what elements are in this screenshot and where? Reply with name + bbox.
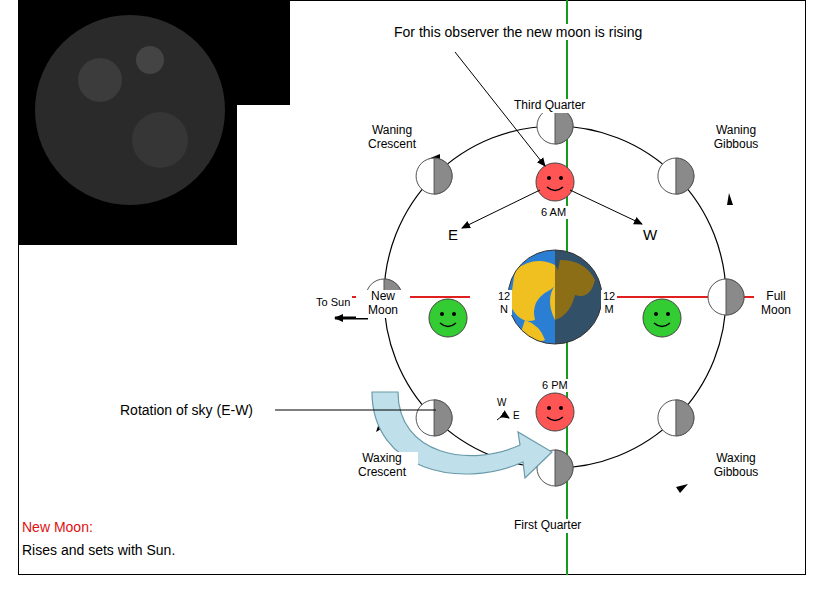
moon-mare (132, 112, 188, 168)
moon-shadow (676, 158, 694, 194)
time-label: 12 M (601, 290, 617, 315)
moon (416, 400, 452, 436)
phase-name: Waxing Gibbous (700, 452, 772, 480)
observer-face (429, 299, 467, 337)
note-heading: New Moon: (20, 519, 95, 535)
frame (19, 1, 806, 575)
observer-face (643, 299, 681, 337)
moon-mare (78, 58, 122, 102)
moon-shadow (676, 400, 694, 436)
moon-shadow (434, 400, 452, 436)
sun-line (615, 296, 770, 298)
phase-name: First Quarter (512, 519, 583, 533)
direction-letter: E (446, 226, 460, 243)
direction-letter: W (641, 226, 659, 243)
phase-name: Third Quarter (512, 99, 587, 113)
small-rotation-arrow (497, 416, 509, 420)
direction-arrow (462, 190, 540, 228)
moon-photo (18, 0, 290, 245)
direction-letter: E (511, 410, 522, 422)
orbit-arrows (376, 154, 733, 493)
earth (508, 250, 602, 344)
time-label: 12 N (496, 290, 512, 315)
phase-name: Waxing Crescent (346, 452, 418, 480)
observers (429, 163, 681, 431)
time-label: 6 AM (539, 206, 568, 219)
phase-name: Waning Crescent (356, 124, 428, 152)
moon-phases (366, 108, 744, 486)
observer-face (536, 163, 574, 201)
moon-shadow (726, 279, 744, 315)
moon-shadow (555, 108, 573, 144)
moon (416, 158, 452, 194)
direction-letter: W (495, 397, 508, 409)
note-text: Rises and sets with Sun. (20, 542, 177, 558)
callout-text: For this observer the new moon is rising (392, 24, 644, 40)
moon-shadow (555, 450, 573, 486)
moon-mare (136, 46, 164, 74)
moon-disc (35, 15, 225, 205)
moon (658, 158, 694, 194)
moon (708, 279, 744, 315)
phase-name: Full Moon (754, 290, 798, 318)
direction-arrow (570, 190, 642, 224)
leader-line (275, 410, 436, 411)
observer-face (536, 393, 574, 431)
phase-name: Waning Gibbous (700, 124, 772, 152)
sun-label: To Sun (314, 296, 352, 309)
earth-outline (508, 250, 602, 344)
moon (658, 400, 694, 436)
callout-text: Rotation of sky (E-W) (118, 402, 255, 418)
time-label: 6 PM (540, 379, 570, 392)
moon (537, 108, 573, 144)
phase-name: New Moon (356, 290, 410, 318)
moon-shadow (434, 158, 452, 194)
